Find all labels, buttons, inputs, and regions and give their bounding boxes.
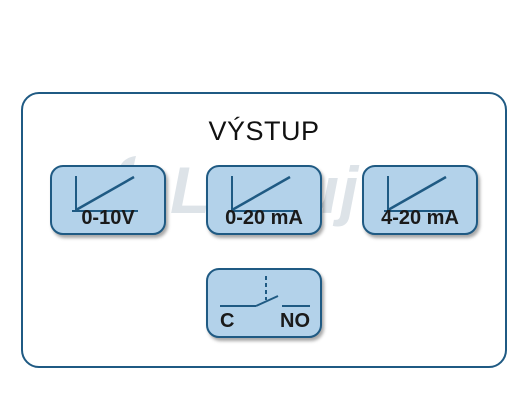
linear-ramp-icon	[72, 175, 138, 212]
relay-no-label: NO	[280, 310, 310, 332]
output-module-0-20ma: 0-20 mA	[206, 165, 322, 235]
relay-contact-icon	[220, 276, 310, 307]
relay-common-label: C	[220, 310, 235, 332]
output-module-4-20ma: 4-20 mA	[362, 165, 478, 235]
output-label: 0-10V	[81, 207, 135, 229]
output-module-0-10v: 0-10V	[50, 165, 166, 235]
output-label: 0-20 mA	[225, 207, 303, 229]
panel-title: VÝSTUP	[208, 116, 320, 146]
relay-module: C NO	[206, 268, 322, 338]
linear-ramp-icon	[384, 175, 450, 212]
output-label: 4-20 mA	[381, 207, 459, 229]
linear-ramp-icon	[228, 175, 294, 212]
